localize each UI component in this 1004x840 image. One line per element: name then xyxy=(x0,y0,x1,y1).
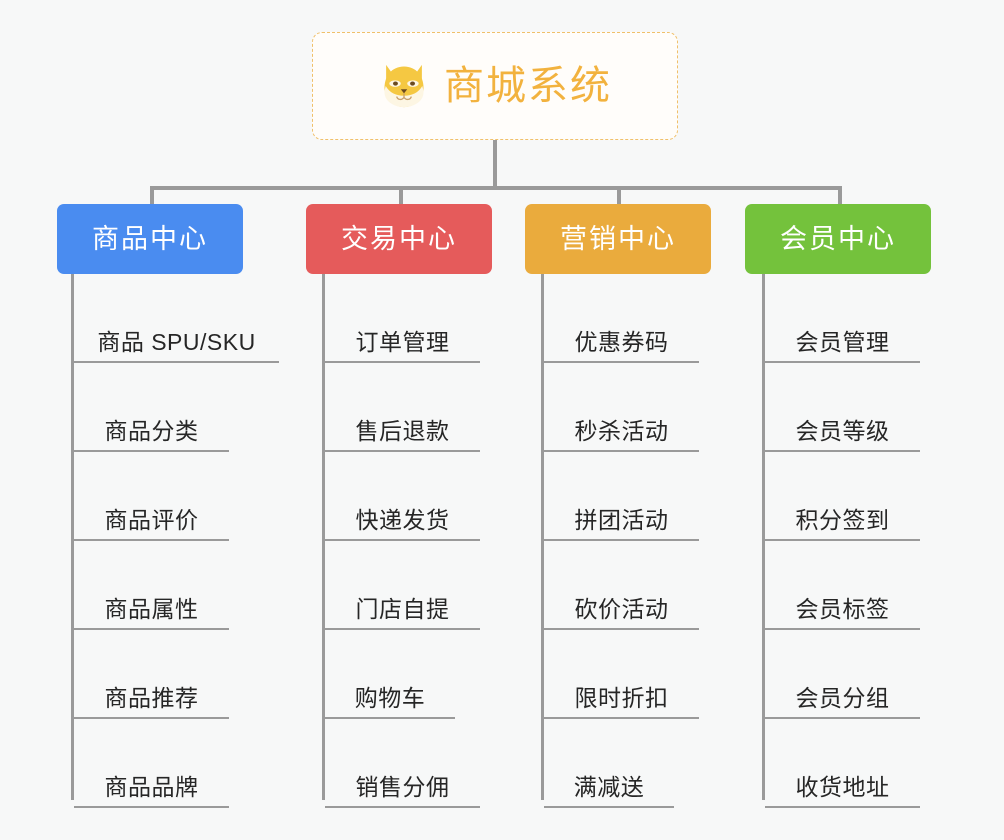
leaf-label: 会员管理 xyxy=(795,329,890,356)
leaf-item[interactable]: 商品评价 xyxy=(74,452,229,541)
leaf-item[interactable]: 砍价活动 xyxy=(544,541,699,630)
connector-drop-4 xyxy=(838,186,842,206)
leaf-item[interactable]: 销售分佣 xyxy=(325,719,480,808)
leaf-label: 门店自提 xyxy=(355,596,450,623)
leaf-label: 满减送 xyxy=(573,774,645,801)
leaf-item[interactable]: 商品分类 xyxy=(74,363,229,452)
leaf-label: 快递发货 xyxy=(355,507,450,534)
shiba-dog-icon xyxy=(384,64,424,108)
leaf-item[interactable]: 会员标签 xyxy=(765,541,920,630)
leaf-label: 收货地址 xyxy=(795,774,890,801)
leaf-item[interactable]: 快递发货 xyxy=(325,452,480,541)
leaf-label: 优惠券码 xyxy=(574,329,669,356)
leaf-spine-4 xyxy=(762,274,765,800)
leaf-label: 商品属性 xyxy=(104,596,199,623)
leaf-item[interactable]: 满减送 xyxy=(544,719,674,808)
category-label-1: 商品中心 xyxy=(92,223,208,254)
category-box-1[interactable]: 商品中心 xyxy=(57,204,243,274)
leaf-label: 商品分类 xyxy=(104,418,199,445)
leaf-item[interactable]: 商品推荐 xyxy=(74,630,229,719)
leaf-label: 秒杀活动 xyxy=(574,418,669,445)
connector-drop-1 xyxy=(150,186,154,206)
leaf-item[interactable]: 购物车 xyxy=(325,630,455,719)
connector-root-stem xyxy=(493,140,497,190)
leaf-label: 会员标签 xyxy=(795,596,890,623)
category-box-3[interactable]: 营销中心 xyxy=(525,204,711,274)
leaf-label: 商品 SPU/SKU xyxy=(97,329,256,356)
leaf-item[interactable]: 订单管理 xyxy=(325,274,480,363)
leaf-label: 会员等级 xyxy=(795,418,890,445)
leaf-item[interactable]: 限时折扣 xyxy=(544,630,699,719)
leaf-item[interactable]: 积分签到 xyxy=(765,452,920,541)
leaf-item[interactable]: 门店自提 xyxy=(325,541,480,630)
leaf-item[interactable]: 商品 SPU/SKU xyxy=(74,274,279,363)
connector-drop-3 xyxy=(617,186,621,206)
leaf-spine-3 xyxy=(541,274,544,800)
leaf-item[interactable]: 秒杀活动 xyxy=(544,363,699,452)
leaf-spine-2 xyxy=(322,274,325,800)
leaf-item[interactable]: 会员等级 xyxy=(765,363,920,452)
connector-horizontal-bus xyxy=(150,186,842,190)
leaf-item[interactable]: 售后退款 xyxy=(325,363,480,452)
root-node-label: 商城系统 xyxy=(444,64,612,108)
connector-drop-2 xyxy=(399,186,403,206)
category-label-4: 会员中心 xyxy=(780,223,896,254)
root-node-shop-system[interactable]: 商城系统 xyxy=(312,32,678,140)
leaf-label: 拼团活动 xyxy=(574,507,669,534)
leaf-label: 购物车 xyxy=(354,685,426,712)
leaf-label: 积分签到 xyxy=(795,507,890,534)
leaf-item[interactable]: 会员管理 xyxy=(765,274,920,363)
leaf-item[interactable]: 商品品牌 xyxy=(74,719,229,808)
leaf-label: 销售分佣 xyxy=(355,774,450,801)
category-box-4[interactable]: 会员中心 xyxy=(745,204,931,274)
leaf-item[interactable]: 优惠券码 xyxy=(544,274,699,363)
category-label-3: 营销中心 xyxy=(560,223,676,254)
leaf-label: 订单管理 xyxy=(355,329,450,356)
category-box-2[interactable]: 交易中心 xyxy=(306,204,492,274)
leaf-spine-1 xyxy=(71,274,74,800)
leaf-label: 商品评价 xyxy=(104,507,199,534)
category-label-2: 交易中心 xyxy=(341,223,457,254)
leaf-item[interactable]: 会员分组 xyxy=(765,630,920,719)
leaf-label: 砍价活动 xyxy=(574,596,669,623)
leaf-label: 会员分组 xyxy=(795,685,890,712)
leaf-item[interactable]: 收货地址 xyxy=(765,719,920,808)
leaf-label: 售后退款 xyxy=(355,418,450,445)
leaf-label: 限时折扣 xyxy=(574,685,669,712)
leaf-label: 商品推荐 xyxy=(104,685,199,712)
leaf-label: 商品品牌 xyxy=(104,774,199,801)
leaf-item[interactable]: 拼团活动 xyxy=(544,452,699,541)
leaf-item[interactable]: 商品属性 xyxy=(74,541,229,630)
